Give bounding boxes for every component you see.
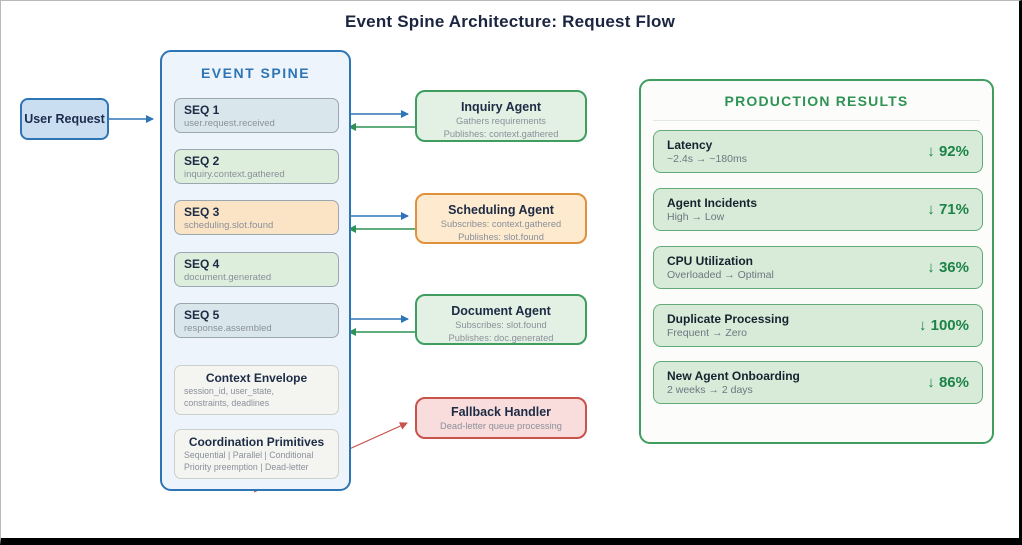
metric-value: ↓ 92% xyxy=(927,143,969,160)
metric-value: ↓ 86% xyxy=(927,374,969,391)
panel-line: Sequential | Parallel | Conditional xyxy=(184,450,314,460)
user-request-label: User Request xyxy=(24,112,105,126)
seq-event: user.request.received xyxy=(184,118,275,129)
seq-label: SEQ 3 xyxy=(184,205,220,219)
panel-title: Context Envelope xyxy=(205,371,308,385)
metric-value: ↓ 71% xyxy=(927,201,969,218)
agent-line: Dead-letter queue processing xyxy=(440,421,562,431)
document-agent-node: Document Agent Subscribes: slot.found Pu… xyxy=(415,294,587,345)
seq-3-node: SEQ 3 scheduling.slot.found xyxy=(174,200,339,235)
fallback-handler-node: Fallback Handler Dead-letter queue proce… xyxy=(415,397,587,439)
seq-label: SEQ 1 xyxy=(184,103,220,117)
seq-label: SEQ 5 xyxy=(184,308,220,322)
panel-line: Priority preemption | Dead-letter xyxy=(184,461,309,472)
metric-change: High → Low xyxy=(667,211,725,223)
metric-latency: Latency ~2.4s → ~180ms ↓ 92% xyxy=(653,130,983,173)
agent-title: Document Agent xyxy=(451,304,551,318)
seq-1-node: SEQ 1 user.request.received xyxy=(174,98,339,133)
metric-cpu-utilization: CPU Utilization Overloaded → Optimal ↓ 3… xyxy=(653,246,983,289)
metric-value: ↓ 36% xyxy=(927,259,969,276)
agent-title: Fallback Handler xyxy=(450,405,552,419)
divider xyxy=(653,120,980,121)
seq-5-node: SEQ 5 response.assembled xyxy=(174,303,339,338)
seq-label: SEQ 4 xyxy=(184,257,220,271)
agent-line: Subscribes: context.gathered xyxy=(440,219,562,229)
inquiry-agent-node: Inquiry Agent Gathers requirements Publi… xyxy=(415,90,587,142)
metric-change: ~2.4s → ~180ms xyxy=(667,153,747,165)
event-spine-container: EVENT SPINE SEQ 1 user.request.received … xyxy=(160,50,351,491)
user-request-node: User Request xyxy=(20,98,109,140)
seq-event: document.generated xyxy=(184,272,272,283)
coordination-primitives-panel: Coordination Primitives Sequential | Par… xyxy=(174,429,339,479)
agent-line: Publishes: context.gathered xyxy=(443,129,559,140)
metric-new-agent-onboarding: New Agent Onboarding 2 weeks → 2 days ↓ … xyxy=(653,361,983,404)
seq-4-node: SEQ 4 document.generated xyxy=(174,252,339,287)
metric-change: 2 weeks → 2 days xyxy=(667,384,753,396)
metric-agent-incidents: Agent Incidents High → Low ↓ 71% xyxy=(653,188,983,231)
metric-duplicate-processing: Duplicate Processing Frequent → Zero ↓ 1… xyxy=(653,304,983,347)
seq-2-node: SEQ 2 inquiry.context.gathered xyxy=(174,149,339,184)
agent-line: Publishes: doc.generated xyxy=(448,333,554,344)
context-envelope-panel: Context Envelope session_id, user_state,… xyxy=(174,365,339,415)
production-results-title: PRODUCTION RESULTS xyxy=(724,93,909,109)
production-results-panel: PRODUCTION RESULTS Latency ~2.4s → ~180m… xyxy=(639,79,994,444)
panel-line: session_id, user_state, xyxy=(184,386,274,396)
panel-line: constraints, deadlines xyxy=(184,397,270,408)
metric-name: Agent Incidents xyxy=(667,196,758,210)
seq-label: SEQ 2 xyxy=(184,154,220,168)
seq-event: response.assembled xyxy=(184,323,272,334)
seq-event: scheduling.slot.found xyxy=(184,220,274,231)
agent-line: Gathers requirements xyxy=(456,116,546,126)
metric-name: Latency xyxy=(667,138,713,152)
scheduling-agent-node: Scheduling Agent Subscribes: context.gat… xyxy=(415,193,587,244)
event-spine-title: EVENT SPINE xyxy=(200,65,311,81)
agent-title: Scheduling Agent xyxy=(448,203,554,217)
metric-name: Duplicate Processing xyxy=(667,312,790,326)
seq-event: inquiry.context.gathered xyxy=(184,169,285,180)
metric-name: CPU Utilization xyxy=(667,254,753,268)
agent-title: Inquiry Agent xyxy=(460,100,542,114)
metric-value: ↓ 100% xyxy=(918,317,969,334)
metric-change: Frequent → Zero xyxy=(667,327,747,339)
metric-name: New Agent Onboarding xyxy=(667,369,800,383)
panel-title: Coordination Primitives xyxy=(188,435,325,449)
page-title: Event Spine Architecture: Request Flow xyxy=(344,12,676,31)
metric-change: Overloaded → Optimal xyxy=(667,269,774,281)
agent-line: Publishes: slot.found xyxy=(458,232,544,243)
agent-line: Subscribes: slot.found xyxy=(455,320,547,330)
